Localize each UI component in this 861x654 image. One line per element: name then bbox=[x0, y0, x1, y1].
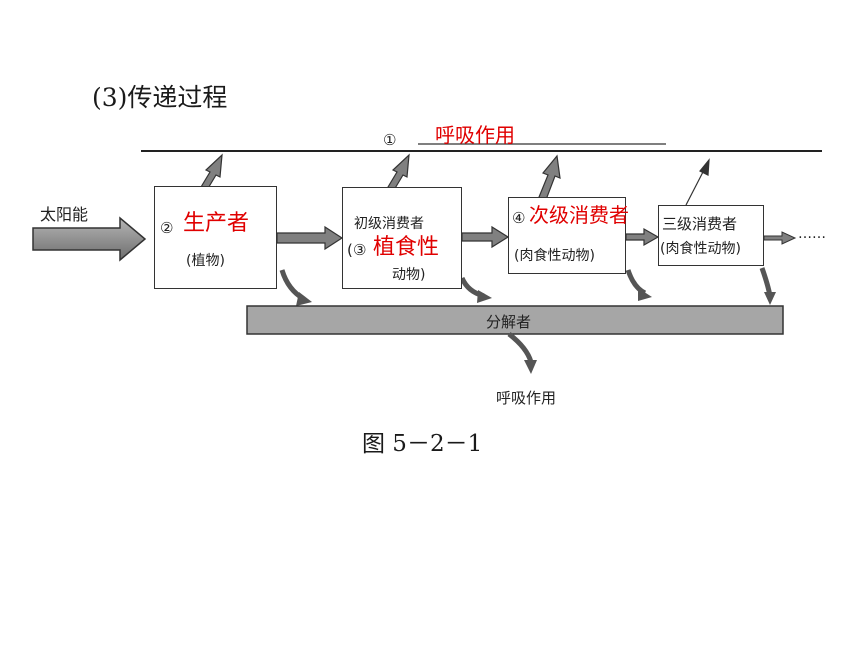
secondary-consumer-box bbox=[508, 197, 626, 274]
tertiary-title: 三级消费者 bbox=[662, 215, 738, 233]
decomposer-arrow-tertiary bbox=[759, 267, 773, 297]
figure-caption: 图 5－2－1 bbox=[362, 431, 483, 457]
respiration-arrow-producer bbox=[200, 153, 223, 191]
primary-consumer-box bbox=[342, 187, 462, 289]
respiration-arrow-primary bbox=[387, 153, 410, 191]
tertiary-sub: (肉食性动物) bbox=[660, 241, 741, 257]
primary-open-paren: ( bbox=[347, 241, 353, 259]
producer-marker: ② bbox=[160, 219, 174, 237]
producer-answer: 生产者 bbox=[183, 211, 250, 236]
primary-marker: ③ bbox=[353, 241, 367, 259]
section-heading: (3)传递过程 bbox=[92, 83, 228, 112]
secondary-answer: 次级消费者 bbox=[529, 203, 629, 227]
producer-sub: (植物) bbox=[186, 253, 225, 269]
respiration-arrow-tertiary bbox=[685, 158, 710, 206]
top-respiration-label: 呼吸作用 bbox=[435, 123, 515, 147]
secondary-sub: (肉食性动物) bbox=[514, 248, 595, 264]
continuation-ellipsis: …… bbox=[798, 226, 826, 242]
primary-sub: 动物) bbox=[392, 267, 426, 283]
sun-energy-arrow bbox=[32, 216, 147, 262]
flow-arrow-primary-to-secondary bbox=[461, 225, 510, 249]
decomposer-arrow-secondary bbox=[625, 269, 647, 296]
flow-arrow-tertiary-out bbox=[763, 231, 797, 245]
primary-title: 初级消费者 bbox=[354, 216, 424, 232]
decomposer-respiration-arrow bbox=[507, 332, 534, 363]
primary-answer: 植食性 bbox=[373, 235, 440, 260]
tertiary-consumer-box bbox=[658, 205, 764, 266]
flow-arrow-secondary-to-tertiary bbox=[625, 227, 660, 247]
sun-energy-label: 太阳能 bbox=[40, 205, 89, 224]
flow-arrow-producer-to-primary bbox=[276, 225, 344, 251]
producer-box bbox=[154, 186, 277, 289]
bottom-respiration-label: 呼吸作用 bbox=[496, 389, 557, 407]
top-marker: ① bbox=[383, 131, 397, 149]
decomposer-bar bbox=[246, 305, 784, 335]
decomposer-label: 分解者 bbox=[486, 313, 532, 331]
secondary-marker: ④ bbox=[512, 209, 526, 227]
